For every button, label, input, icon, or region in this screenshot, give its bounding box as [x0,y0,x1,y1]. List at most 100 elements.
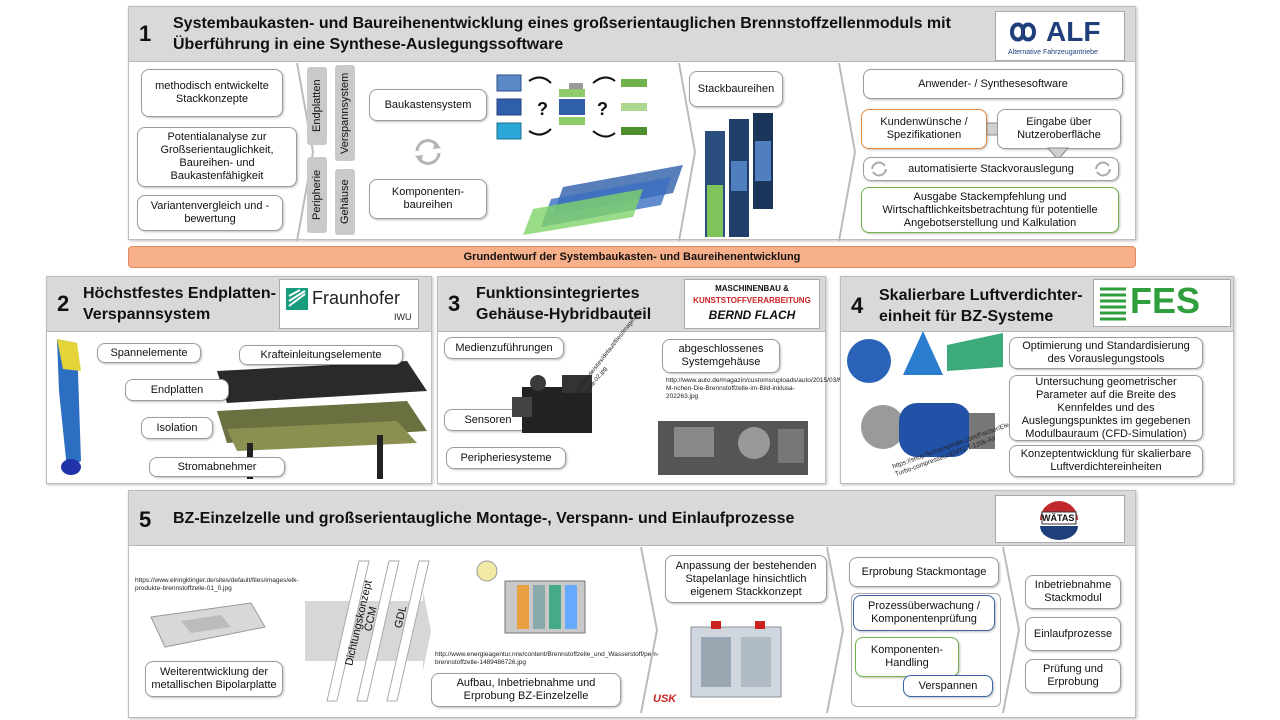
stackkonzepte-box: methodisch entwickelte Stackkonzepte [141,69,283,117]
fraunhofer-logo-icon [286,288,308,310]
question-mark-left: ? [537,99,548,119]
sensoren-box: Sensoren [444,409,532,431]
panel-3: 3 Funktionsintegriertes Gehäuse-Hybridba… [437,276,851,484]
endplatten-box: Endplatten [125,379,229,401]
panel-1-separator-3 [838,63,857,241]
kundenwuensche-box: Kundenwünsche / Spezifikationen [861,109,987,149]
untersuchung-box: Untersuchung geometrischer Parameter auf… [1009,375,1203,441]
fes-logo: FES [1093,279,1231,327]
refresh-left-icon [871,161,887,177]
spannelemente-box: Spannelemente [97,343,201,363]
panel-5-header [129,491,1135,546]
aufbau-box: Aufbau, Inbetriebnahme und Erprobung BZ-… [431,673,621,707]
stromabnehmer-box: Stromabnehmer [149,457,285,477]
prozessueberwachung-box: Prozessüberwachung / Komponentenprüfung [853,595,995,631]
bipolarplatte-box: Weiterentwicklung der metallischen Bipol… [145,661,283,697]
alf-logo: ALF Alternative Fahrzeugantriebe [995,11,1125,61]
variantenvergleich-box: Variantenvergleich und -bewertung [137,195,283,231]
panel-4-title-line1: Skalierbare Luftverdichter- [879,287,1083,304]
panel-3-number: 3 [448,291,461,316]
tag-peripherie: Peripherie [307,157,327,233]
panel-2: 2 Höchstfestes Endplatten- Verspannsyste… [46,276,432,484]
panel-5-separator-1 [640,547,659,713]
panel-3-title-line2: Gehäuse-Hybridbauteil [476,306,652,323]
panel-3-title-line1: Funktionsintegriertes [476,285,640,302]
ausgabe-box: Ausgabe Stackempfehlung und Wirtschaftli… [861,187,1119,233]
pruefung-box: Prüfung und Erprobung [1025,659,1121,693]
panel-4: 4 Skalierbare Luftverdichter- einheit fü… [840,276,1234,484]
alf-logo-infinity-icon [1009,22,1037,42]
stack-series-illustration [705,113,773,237]
arrow-down-icon [1047,147,1069,161]
isolation-box: Isolation [141,417,213,439]
tag-verspannsystem: Verspannsystem [335,65,355,161]
komponentenbaureihen-box: Komponenten-baureihen [369,179,487,219]
panel-5-separator-2 [826,547,845,713]
panel-5-separator-3 [1002,547,1021,713]
peripheriesysteme-box: Peripheriesysteme [446,447,566,469]
verspannen-box: Verspannen [903,675,993,697]
panel-1-number: 1 [139,21,152,46]
tag-gehaeuse: Gehäuse [335,169,355,235]
fraunhofer-logo: Fraunhofer IWU [279,279,419,329]
optimierung-box: Optimierung und Standardisierung des Vor… [1009,337,1203,369]
flach-logo-line2: KUNSTSTOFFVERARBEITUNG [693,296,811,305]
panel-2-number: 2 [57,291,70,316]
panel-4-title-line2: einheit für BZ-Systeme [879,308,1054,325]
waetas-logo: WÄTAS [995,495,1125,543]
panel-2-title-line2: Verspannsystem [83,306,211,323]
medienzufuehrungen-box: Medienzuführungen [444,337,564,359]
stacking-machine-illustration [690,621,782,698]
url-auto-de: http://www.auto.de/magazin/customs/uploa… [666,377,851,400]
fes-logo-text: FES [1130,280,1201,321]
potentialanalyse-box: Potentialanalyse zur Großserientauglichk… [137,127,297,187]
baukastensystem-box: Baukastensystem [369,89,487,121]
engine-illustration [658,421,808,475]
panel-1-header [129,7,1135,62]
url-elringklinger-01: https://www.elringklinger.de/sites/defau… [135,577,299,592]
panel-2-title-line1: Höchstfestes Endplatten- [83,285,276,302]
eingabe-box: Eingabe über Nutzeroberfläche [997,109,1121,149]
panel-4-number: 4 [851,293,864,318]
housing-illustration [512,375,592,433]
anwender-box: Anwender- / Synthesesoftware [863,69,1123,99]
refresh-right-icon [1095,161,1111,177]
waetas-logo-text: WÄTAS [1042,513,1075,523]
fes-logo-icon [1100,287,1126,321]
panel-1-separator-1 [296,63,315,241]
baukasten-illustration: ? ? [496,74,683,235]
montage-group-frame [851,593,1001,707]
alf-logo-subtext: Alternative Fahrzeugantriebe [1008,49,1098,56]
tag-endplatten: Endplatten [307,67,327,145]
process-arrow-illustration [305,560,431,702]
panel-1: 1 Systembaukasten- und Baureihenentwickl… [128,6,1136,241]
anpassung-box: Anpassung der bestehenden Stapelanlage h… [665,555,827,603]
alf-logo-text: ALF [1046,16,1101,47]
fraunhofer-logo-text: Fraunhofer [312,288,401,308]
usk-logo-text: USK [653,693,677,705]
fuel-cell-diagram-illustration [457,555,621,643]
panel-5-number: 5 [139,507,152,532]
flach-logo-line3: BERND FLACH [708,308,796,322]
fraunhofer-logo-subtext: IWU [394,312,412,322]
konzeptentwicklung-box: Konzeptentwicklung für skalierbare Luftv… [1009,445,1203,477]
panel-1-title-line2: Überführung in eine Synthese-Auslegungss… [173,36,564,53]
waetas-logo-icon [1040,501,1078,540]
question-mark-right: ? [597,99,608,119]
systemgehaeuse-box: abgeschlossenes Systemgehäuse [662,339,780,373]
komponenten-handling-box: Komponenten-Handling [855,637,959,677]
refresh-cycle-icon [415,139,441,165]
erprobung-stackmontage-box: Erprobung Stackmontage [849,557,999,587]
panel-5: 5 BZ-Einzelzelle und großserientaugliche… [128,490,1136,718]
inbetriebnahme-box: Inbetriebnahme Stackmodul [1025,575,1121,609]
grundentwurf-banner-text: Grundentwurf der Systembaukasten- und Ba… [463,251,801,263]
panel-5-title: BZ-Einzelzelle und großserientaugliche M… [173,510,795,527]
endplate-illustration [57,339,427,479]
panel-1-title-line1: Systembaukasten- und Baureihenentwicklun… [173,15,951,32]
flach-logo: MASCHINENBAU & KUNSTSTOFFVERARBEITUNG BE… [684,279,820,329]
flach-logo-line1: MASCHINENBAU & [715,284,789,293]
url-energieagentur: http://www.energieagentur.nrw/content/Br… [435,651,659,666]
compressor-illustration [847,331,1003,457]
panel-1-separator-2 [678,63,697,241]
krafteinleitung-box: Krafteinleitungselemente [239,345,403,365]
